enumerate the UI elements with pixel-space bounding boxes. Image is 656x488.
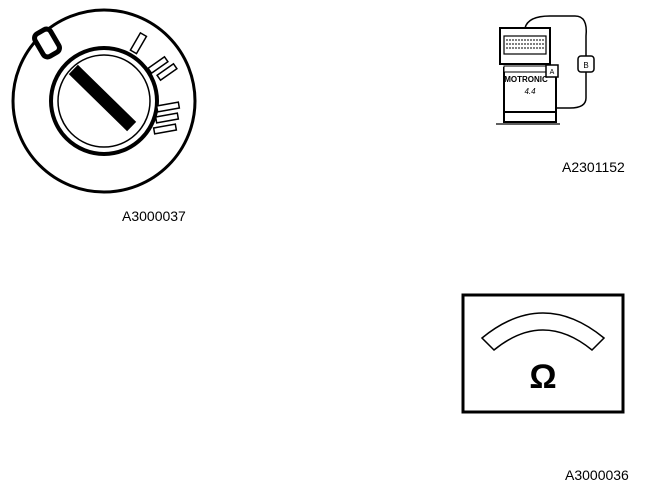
- control-module-caption: A2301152: [562, 159, 625, 175]
- key-slot-icon: [68, 64, 137, 132]
- position-three-marker-icon: [152, 101, 181, 135]
- ignition-switch-caption: A3000037: [122, 208, 186, 224]
- module-label: MOTRONIC: [504, 75, 548, 84]
- control-module-figure: B MOTRONIC 4.4 A: [496, 15, 595, 125]
- position-two-marker-icon: [147, 55, 178, 82]
- tester-cable: [524, 15, 588, 56]
- module-version: 4.4: [524, 87, 536, 96]
- position-one-marker-icon: [129, 31, 148, 55]
- ohm-symbol: Ω: [529, 358, 556, 396]
- ohmmeter-figure: Ω: [461, 293, 625, 414]
- plug-b-letter: B: [583, 61, 588, 70]
- position-zero-marker-icon: [32, 26, 62, 60]
- connector-a-icon: A: [545, 64, 559, 78]
- ohmmeter-scale-icon: [480, 312, 606, 352]
- plug-b-icon: B: [577, 55, 595, 73]
- ignition-switch-figure: [11, 8, 197, 194]
- connector-a-letter: A: [550, 69, 555, 76]
- ohmmeter-caption: A3000036: [565, 467, 629, 483]
- lock-cylinder-inner: [57, 54, 151, 148]
